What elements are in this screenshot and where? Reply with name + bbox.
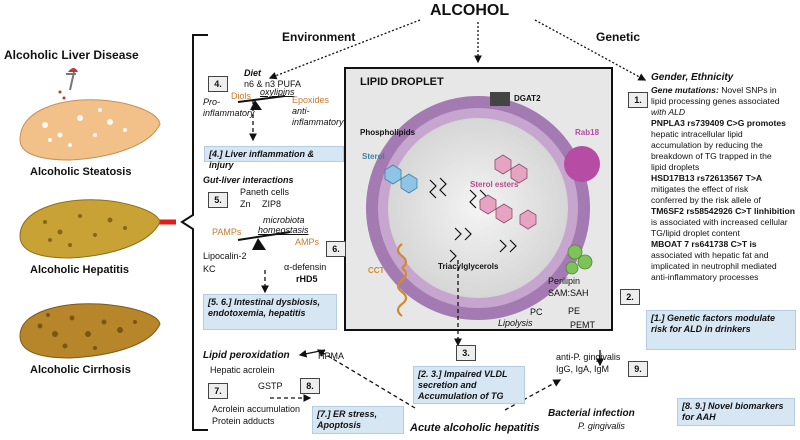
gender-label: Gender, Ethnicity xyxy=(651,72,734,83)
defensin-label: α-defensin xyxy=(284,262,327,272)
num-6: 6. xyxy=(326,241,346,257)
microbiota-label: microbiota xyxy=(263,215,305,225)
oxylipins-label: oxylipins xyxy=(260,87,295,97)
stage-steatosis: Alcoholic Steatosis xyxy=(30,166,132,178)
genetic-line-10: conferred by the risk allele of xyxy=(651,195,761,205)
genetic-line-9: mitigates the effect of risk xyxy=(651,184,749,194)
num-5: 5. xyxy=(208,192,228,208)
genetic-line-14: MBOAT 7 rs641738 C>T is xyxy=(651,239,757,249)
num-2: 2. xyxy=(620,289,640,305)
homeostasis-label: homeostasis xyxy=(258,225,309,235)
genetic-line-7: lipid droplets xyxy=(651,162,700,172)
droplet-outcome-box: [2. 3.] Impaired VLDL secretion and Accu… xyxy=(413,366,525,404)
genetic-line-15: associated with hepatic fat and xyxy=(651,250,769,260)
pufa-label: n6 & n3 PUFA xyxy=(244,79,302,89)
lipocalin-label: Lipocalin-2 xyxy=(203,251,247,261)
mutations-label: Gene mutations: xyxy=(651,85,719,95)
gut-outcome-box: [5. 6.] Intestinal dysbiosis, endotoxemi… xyxy=(203,294,337,330)
alcohol-arrows xyxy=(268,19,647,81)
bacterial-title: Bacterial infection xyxy=(548,408,635,419)
pc-label: PC xyxy=(530,307,543,317)
genetic-line-17: anti-inflammatory processes xyxy=(651,272,759,282)
liver-steatosis xyxy=(19,68,161,161)
acrolein-label: Hepatic acrolein xyxy=(210,365,275,375)
droplet-title: LIPID DROPLET xyxy=(360,76,444,88)
num-4: 4. xyxy=(208,76,228,92)
genetic-line-3: PNPLA3 rs739409 C>G promotes xyxy=(651,118,786,128)
genetic-label: Genetic xyxy=(596,30,641,44)
igs-label: IgG, IgA, IgM xyxy=(556,364,610,374)
lipolysis-label: Lipolysis xyxy=(498,318,533,328)
accum-label: Acrolein accumulation xyxy=(212,404,301,414)
stage-hepatitis: Alcoholic Hepatitis xyxy=(30,264,130,276)
diols-label: Diols xyxy=(231,91,252,101)
pe-label: PE xyxy=(568,306,581,316)
perilipin-label: Perilipin xyxy=(548,276,581,286)
num-1: 1. xyxy=(628,92,648,108)
phospholipids-label: Phospholipids xyxy=(360,128,416,137)
lipidperox-title: Lipid peroxidation xyxy=(203,350,290,361)
zn-label: Zn xyxy=(240,199,251,209)
zip8-label: ZIP8 xyxy=(262,199,282,209)
num-7: 7. xyxy=(208,383,228,399)
pro-label: Pro- xyxy=(203,97,221,107)
genetic-line-1: lipid processing genes associated xyxy=(651,96,780,106)
diet-seesaw xyxy=(237,95,286,110)
sterol-label: Sterol xyxy=(362,152,385,161)
sterol-esters-label: Sterol esters xyxy=(470,180,519,189)
ald-heading: Alcoholic Liver Disease xyxy=(4,48,139,62)
diet-title: Diet xyxy=(244,68,262,78)
genetic-line-13: TG/lipid droplet content xyxy=(651,228,740,238)
anti-pg-label: anti-P. gingivalis xyxy=(556,352,621,362)
alcohol-title: ALCOHOL xyxy=(430,2,510,19)
gut-seesaw xyxy=(237,231,291,250)
genetic-line-0: Novel SNPs in xyxy=(718,85,777,95)
genetic-line-8: HSD17B13 rs72613567 T>A xyxy=(651,173,763,183)
genetic-line-4: hepatic intracellular lipid xyxy=(651,129,743,139)
anti-label: anti- xyxy=(292,106,310,116)
bacterial-outcome-box: [8. 9.] Novel biomarkers for AAH xyxy=(677,398,795,426)
genetic-text: Gene mutations: Novel SNPs in lipid proc… xyxy=(651,85,799,283)
liver-hepatitis xyxy=(19,199,161,259)
tag-label: Triacylglycerols xyxy=(438,262,499,271)
gstp-label: GSTP xyxy=(258,381,283,391)
epoxides-label: Epoxides xyxy=(292,95,330,105)
rhd5-label: rHD5 xyxy=(296,274,318,284)
lipidperox-outcome-box: [7.] ER stress, Apoptosis xyxy=(312,406,404,434)
samsah-label: SAM:SAH xyxy=(548,288,589,298)
diet-outcome-box: [4.] Liver inflammation & injury xyxy=(204,146,344,170)
gut-title: Gut-liver interactions xyxy=(203,175,294,185)
stage-cirrhosis: Alcoholic Cirrhosis xyxy=(30,364,131,376)
pamps-label: PAMPs xyxy=(212,227,242,237)
cct-helix xyxy=(396,243,408,317)
pro2-label: inflammatory xyxy=(203,108,255,118)
num-3: 3. xyxy=(456,345,476,361)
genetic-line-6: breakdown of TG trapped in the xyxy=(651,151,772,161)
genetic-outcome-box: [1.] Genetic factors modulate risk for A… xyxy=(646,310,796,350)
genetic-line-11: TM6SF2 rs58542926 C>T linhibition xyxy=(651,206,795,216)
genetic-line-12: is associated with increased cellular xyxy=(651,217,788,227)
anti2-label: inflammatory xyxy=(292,117,344,127)
amps-label: AMPs xyxy=(295,237,320,247)
liver-cirrhosis xyxy=(19,303,161,359)
cct-label: CCT xyxy=(368,266,385,275)
acute-label: Acute alcoholic hepatitis xyxy=(410,422,540,434)
rab18-label: Rab18 xyxy=(575,128,600,137)
genetic-line-2: with ALD xyxy=(651,107,686,117)
pemt-label: PEMT xyxy=(570,320,596,330)
adducts-label: Protein adducts xyxy=(212,416,275,426)
genetic-line-16: implicated in neutrophil mediated xyxy=(651,261,777,271)
kc-label: KC xyxy=(203,264,216,274)
num-8: 8. xyxy=(300,378,320,394)
hpma-label: HPMA xyxy=(318,351,345,361)
pg-species: P. gingivalis xyxy=(578,421,625,431)
num-9: 9. xyxy=(628,361,648,377)
bracket xyxy=(180,34,208,431)
environment-label: Environment xyxy=(282,30,356,44)
paneth-label: Paneth cells xyxy=(240,187,290,197)
genetic-line-5: accumulation by reducing the xyxy=(651,140,763,150)
dgat2-label: DGAT2 xyxy=(514,94,541,103)
